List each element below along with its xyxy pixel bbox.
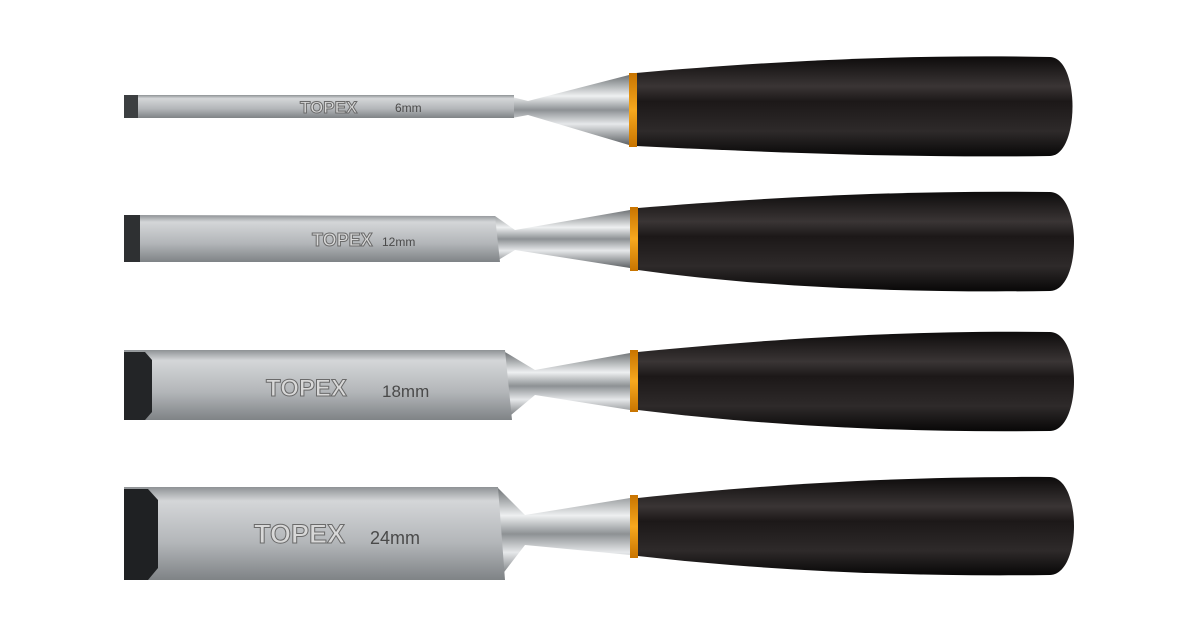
brand-stamp: TOPEX (312, 230, 373, 250)
size-label: 24mm (370, 528, 420, 548)
blade-edge (124, 215, 140, 262)
handle (636, 56, 1073, 157)
brand-stamp: TOPEX (266, 375, 347, 402)
chisel-18mm: TOPEX 18mm (124, 331, 1074, 432)
brand-stamp: TOPEX (300, 98, 358, 117)
neck (512, 75, 629, 145)
size-label: 6mm (395, 101, 422, 115)
blade (124, 95, 514, 118)
neck (498, 488, 630, 580)
ferrule (629, 73, 637, 147)
ferrule (630, 207, 638, 271)
chisel-6mm: TOPEX 6mm (124, 56, 1073, 157)
blade-edge (124, 95, 138, 118)
chisel-24mm: TOPEX 24mm (124, 476, 1074, 580)
ferrule (630, 350, 638, 412)
neck (495, 210, 630, 268)
size-label: 18mm (382, 382, 429, 401)
blade-edge (124, 352, 152, 420)
ferrule (630, 495, 638, 558)
neck (505, 352, 630, 420)
size-label: 12mm (382, 235, 415, 249)
handle (638, 476, 1074, 576)
blade-edge (124, 489, 158, 580)
handle (638, 191, 1074, 292)
blade (124, 487, 505, 580)
brand-stamp: TOPEX (254, 519, 345, 549)
blade (124, 350, 512, 420)
handle (638, 331, 1074, 432)
blade (124, 215, 500, 262)
chisel-12mm: TOPEX 12mm (124, 191, 1074, 292)
